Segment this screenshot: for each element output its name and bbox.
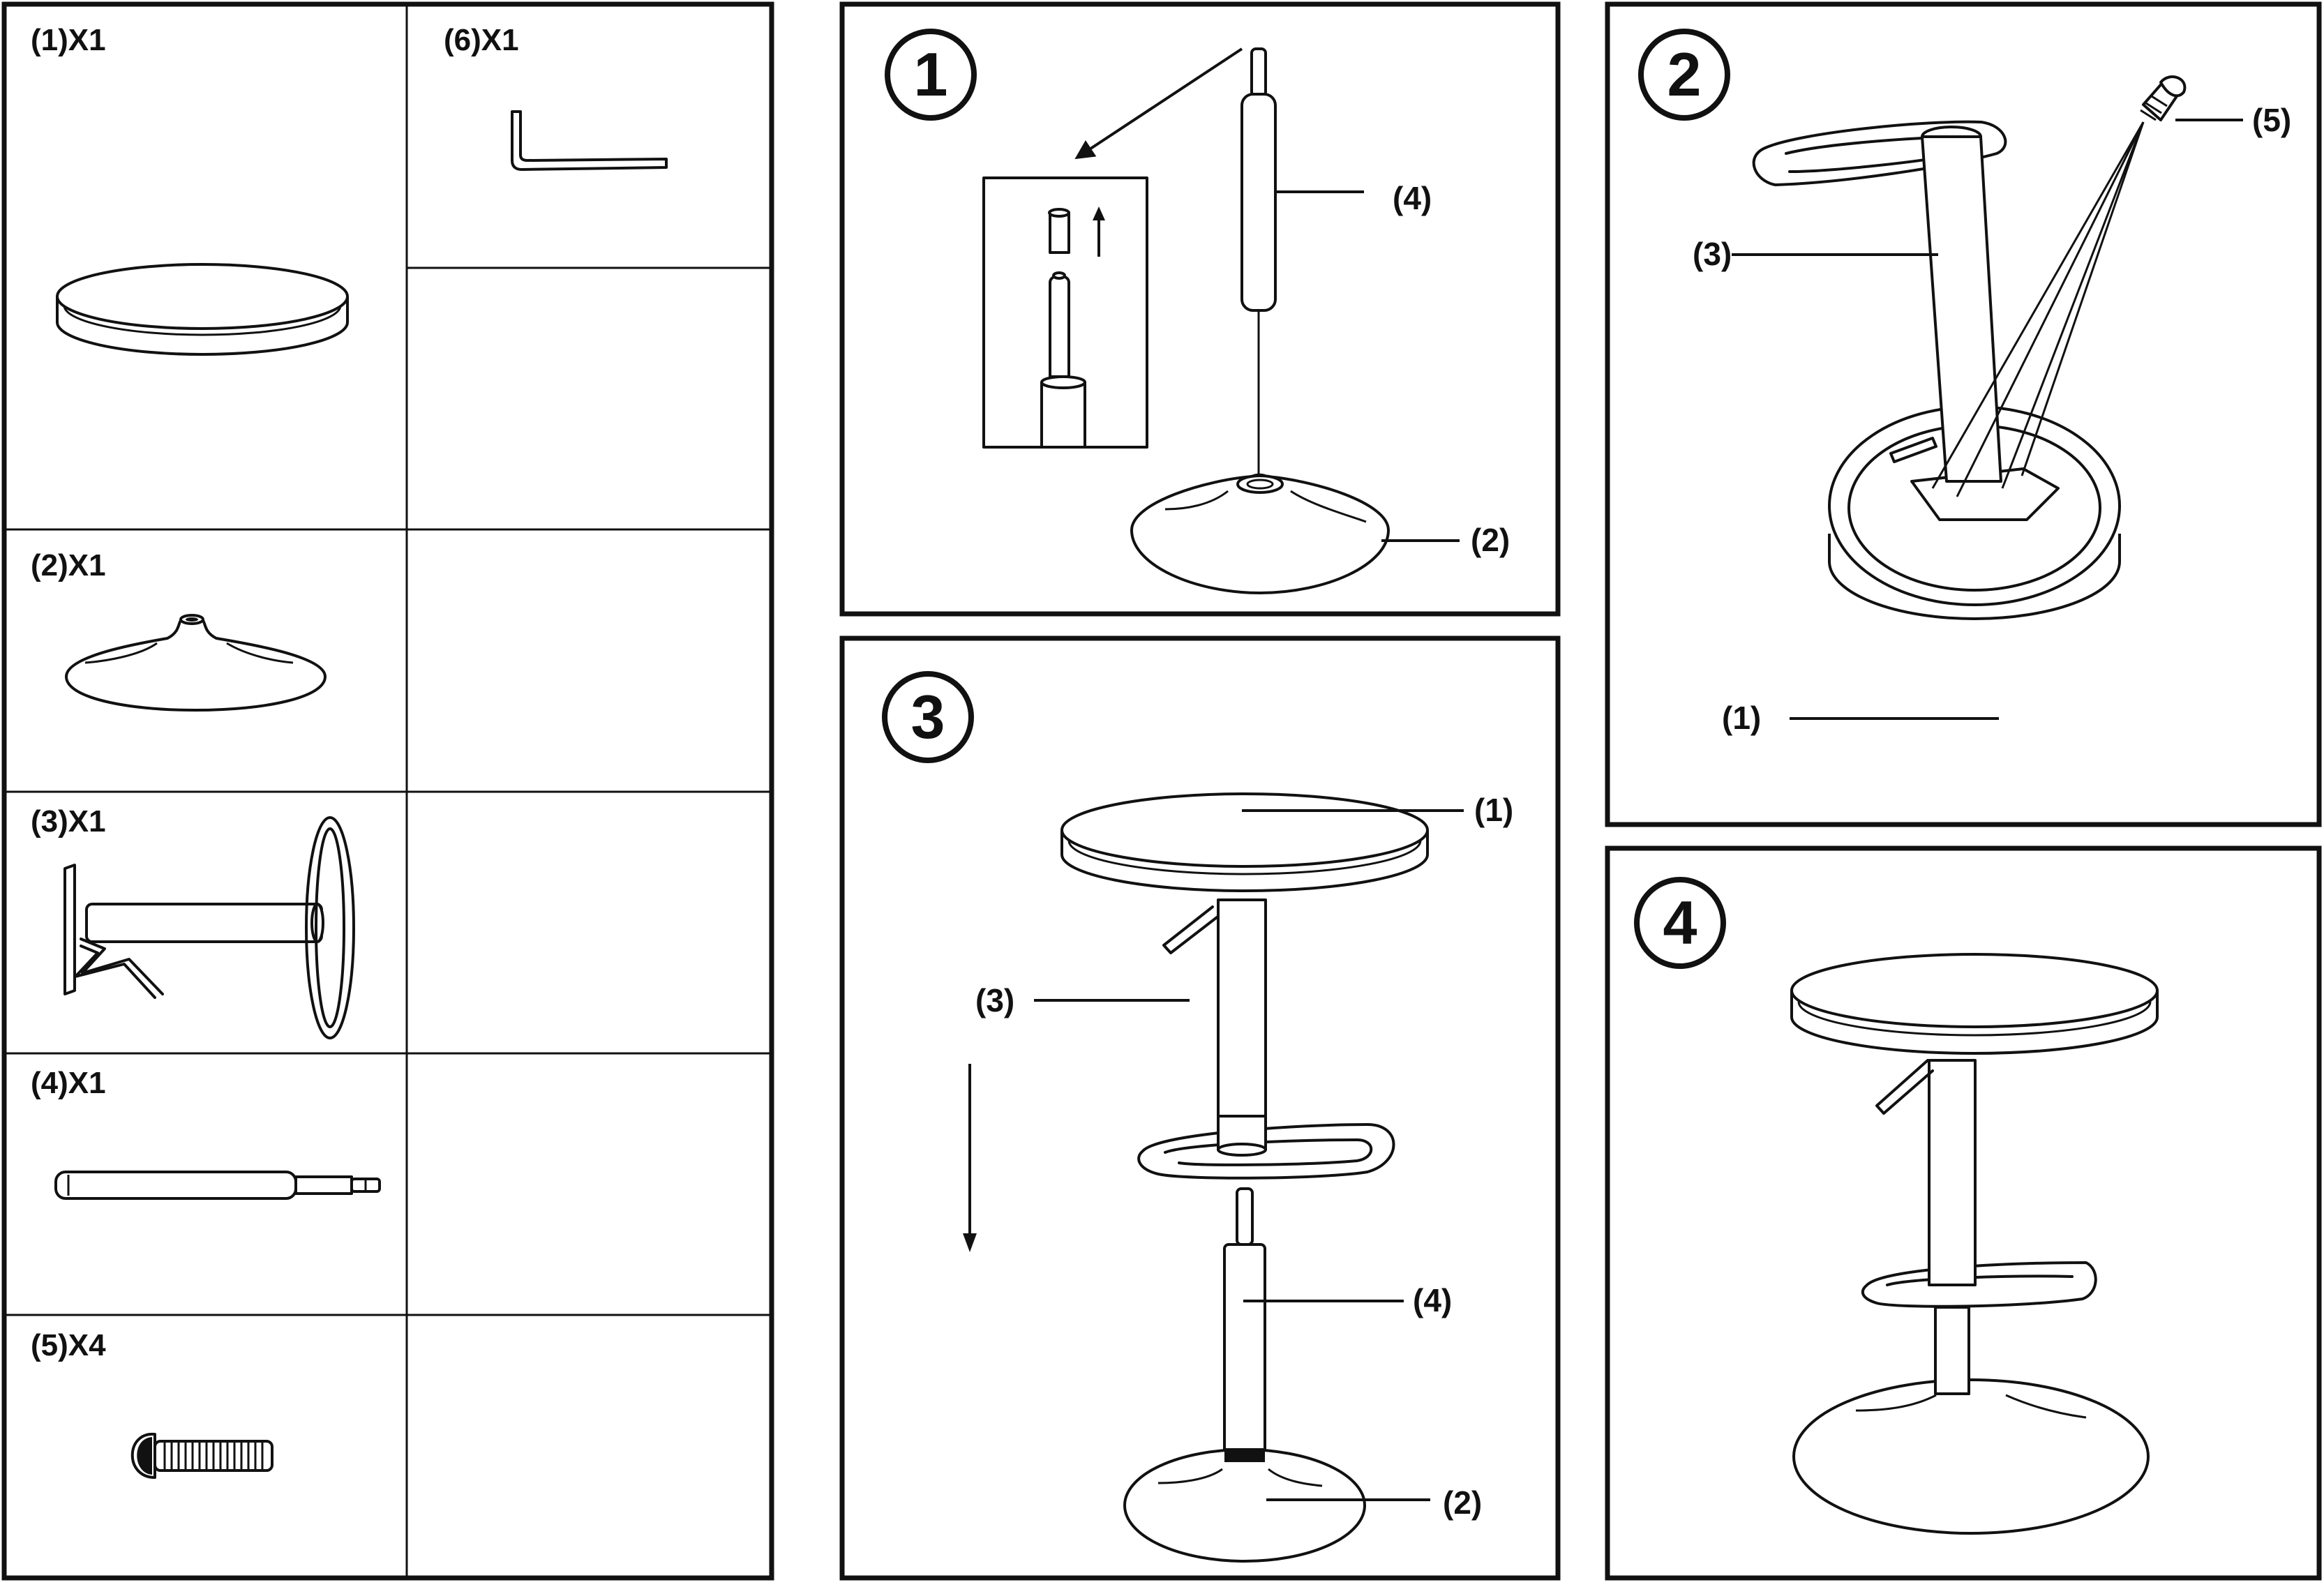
column-footrest-drawing — [63, 816, 355, 1039]
step-3-down-arrow — [963, 1233, 977, 1252]
step-1-callout-base: (2) — [1471, 522, 1510, 558]
step-2-column — [1752, 120, 2007, 483]
step-3-column — [1137, 898, 1395, 1180]
gas-lift-drawing — [54, 1171, 381, 1200]
step-2-badge — [1638, 29, 1730, 121]
seat-drawing — [56, 263, 349, 356]
step-3-callout-gas-lift: (4) — [1413, 1282, 1452, 1318]
part-bolt: (5)X4 — [31, 1328, 273, 1479]
step-2-callout-bolt: (5) — [2252, 102, 2291, 138]
part-3-label: (3)X1 — [31, 804, 106, 838]
step-4-panel: 4 — [1605, 845, 2322, 1581]
part-seat: (1)X1 — [31, 23, 349, 356]
part-6-label: (6)X1 — [444, 23, 519, 57]
step-3-badge — [882, 671, 974, 763]
step-4-badge — [1634, 877, 1726, 969]
step-3-number: 3 — [911, 682, 945, 751]
part-5-label: (5)X4 — [31, 1328, 106, 1362]
part-base: (2)X1 — [31, 548, 327, 712]
hex-key-drawing — [511, 110, 668, 171]
part-column-footrest: (3)X1 — [31, 804, 355, 1039]
step-3-base — [1123, 1448, 1366, 1563]
part-4-label: (4)X1 — [31, 1066, 106, 1100]
step-1-base — [1130, 473, 1390, 594]
step-4-assembled-stool — [1790, 953, 2159, 1535]
step-2-callout-column: (3) — [1693, 236, 1732, 272]
parts-list-panel: (1)X1 (2)X1 (3)X1 — [1, 1, 774, 1581]
step-4-number: 4 — [1663, 888, 1697, 957]
step-3-callout-base: (2) — [1443, 1484, 1482, 1521]
step-3-callout-seat: (1) — [1474, 792, 1513, 828]
step-1-badge — [885, 29, 977, 121]
step-2-bolt — [1931, 75, 2187, 497]
step-3-callout-column: (3) — [975, 982, 1014, 1018]
step-3-seat — [1060, 792, 1429, 892]
part-gas-lift: (4)X1 — [31, 1066, 381, 1200]
bolt-drawing — [130, 1432, 273, 1479]
step-1-gas-lift — [1240, 47, 1277, 480]
part-1-label: (1)X1 — [31, 23, 106, 57]
step-1-callout-gas-lift: (4) — [1393, 180, 1432, 216]
step-1-number: 1 — [914, 40, 948, 109]
step-2-panel: 2 (3) — [1605, 1, 2322, 827]
part-2-label: (2)X1 — [31, 548, 106, 582]
step-3-panel: 3 (1) (3) (4) — [839, 635, 1561, 1581]
step-2-number: 2 — [1667, 40, 1702, 109]
base-drawing — [65, 614, 327, 712]
step-2-callout-seat: (1) — [1722, 700, 1761, 736]
step-1-detail-inset — [982, 176, 1148, 449]
step-1-panel: 1 (4) (2) — [839, 1, 1561, 617]
part-hex-key: (6)X1 — [444, 23, 668, 171]
